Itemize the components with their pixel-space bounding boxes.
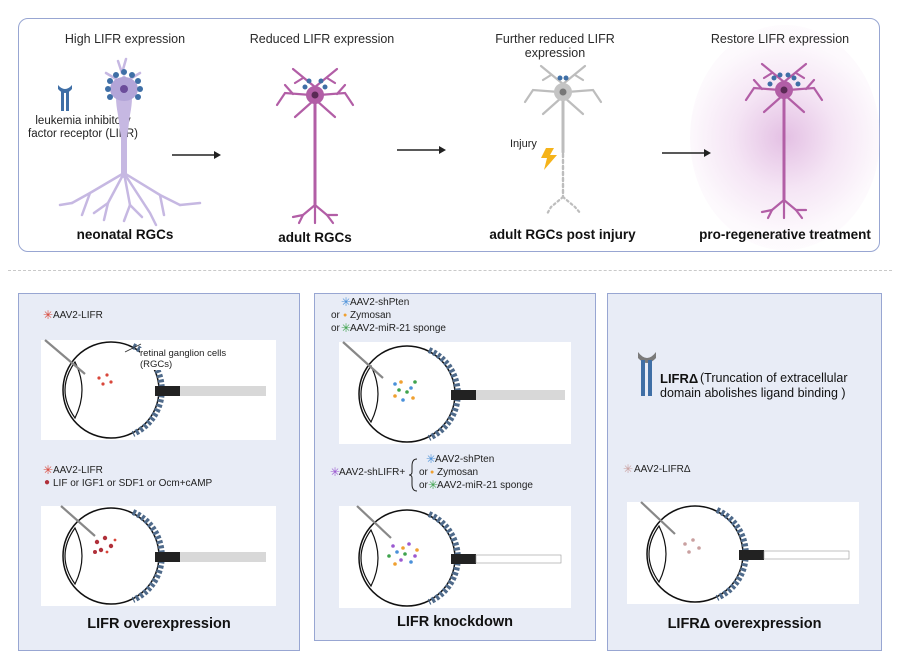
rgc-label: retinal ganglion cells (RGCs) [140,348,232,370]
mir21-star-2: ✳ [428,478,439,492]
stage-header-injury: Further reduced LIFR expression [495,32,615,60]
lifr-delta-desc: (Truncation of extracellular domain abol… [660,371,848,400]
zymosan-dot-2: ● [430,469,435,476]
arrow-3 [662,149,711,157]
neonatal-neuron [58,57,202,227]
knockdown-title: LIFR knockdown [397,614,513,630]
eye-diagram-3 [342,341,565,443]
overexpression-title: LIFR overexpression [87,616,231,632]
delta-title: LIFRΔ overexpression [667,616,822,632]
arrow-1 [172,151,221,159]
option-shpten: AAV2-shPten [350,297,410,308]
legend-lifr-2: AAV2-LIFR [53,465,103,476]
shlifr-star: ✳ [330,465,341,479]
option-mir21: AAV2-miR-21 sponge [350,323,446,334]
eye-card-knockdown-2 [339,505,571,608]
or-label-3: or [419,467,428,478]
option-zymosan-2: Zymosan [437,467,479,478]
mir21-star: ✳ [341,321,352,335]
stage-label-adult: adult RGCs [278,230,352,245]
legend-lifr-star-2: ✳ [43,463,54,477]
option-mir21-2: AAV2-miR-21 sponge [437,480,533,491]
lightning-icon [541,148,557,170]
injury-label: Injury [510,138,537,150]
restored-neuron [744,62,824,220]
legend-lifr-delta-star: ✳ [623,462,634,476]
option-shpten-2: AAV2-shPten [435,454,495,465]
stage-header-adult: Reduced LIFR expression [249,32,395,46]
lifr-delta-title: LIFRΔ [660,371,699,386]
stage-label-injury: adult RGCs post injury [489,227,636,242]
eye-diagram-5 [640,501,850,603]
receptor-note: leukemia inhibitory factor receptor (LIF… [28,115,138,140]
arrow-2 [397,146,446,154]
eye-card-overexpression-1 [41,339,276,440]
or-label-4: or [419,480,428,491]
or-label-1: or [331,310,340,321]
stage-label-neonatal: neonatal RGCs [76,227,174,242]
eye-card-overexpression-2 [41,505,276,606]
lifr-delta-receptor-icon [638,352,656,396]
legend-lifr-delta: AAV2-LIFRΔ [634,464,691,475]
lifr-receptor-icon [58,85,72,111]
eye-diagram-2 [60,505,266,605]
brace-icon [408,458,418,492]
stage-label-restore: pro-regenerative treatment [699,227,871,242]
eye-card-knockdown-1 [339,341,571,444]
shlifr-label: AAV2-shLIFR+ [339,467,406,478]
legend-lifr-1: AAV2-LIFR [53,310,103,321]
injured-neuron [523,64,603,216]
legend-factors: LIF or IGF1 or SDF1 or Ocm+cAMP [53,478,213,489]
eye-card-delta [627,501,859,604]
option-zymosan: Zymosan [350,310,392,321]
adult-neuron [275,67,355,225]
legend-factor-dot: ● [44,477,51,488]
eye-diagram-1 [44,339,266,439]
or-label-2: or [331,323,340,334]
zymosan-dot: ● [343,312,348,319]
shpten-star: ✳ [341,295,352,309]
legend-lifr-star: ✳ [43,308,54,322]
stage-header-neonatal: High LIFR expression [64,32,186,46]
stage-header-restore: Restore LIFR expression [710,32,850,46]
section-divider [8,270,892,271]
shpten-star-2: ✳ [426,452,437,466]
eye-diagram-4 [356,505,562,607]
